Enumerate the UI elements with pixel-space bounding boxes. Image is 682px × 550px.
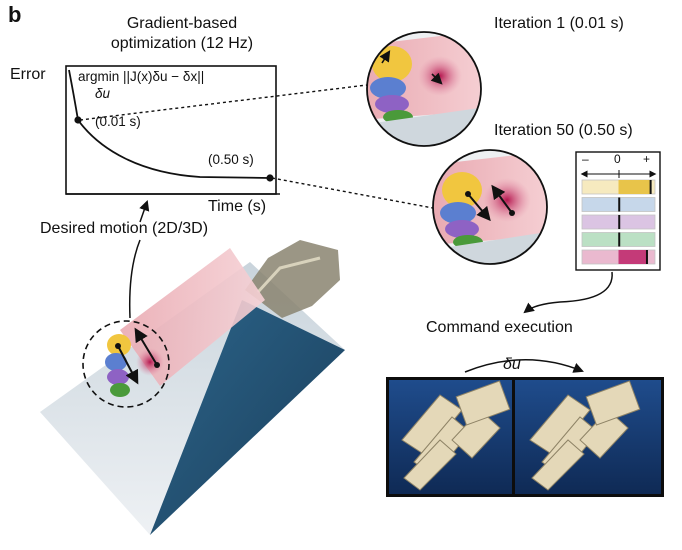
focus-circle	[82, 320, 170, 408]
error-curve	[68, 69, 271, 179]
blue-sheet	[150, 300, 345, 535]
actuator-scale	[575, 151, 661, 271]
scale-minus-label: –	[582, 152, 589, 166]
scale-bar-fill	[618, 250, 647, 264]
desired-motion-label: Desired motion (2D/3D)	[40, 220, 209, 237]
base-dye-strip	[105, 334, 164, 397]
marker-2-label: (0.50 s)	[208, 152, 254, 167]
desired-to-plot-arrow-2	[139, 200, 150, 223]
command-execution-label: Command execution	[426, 319, 573, 336]
error-plot	[65, 65, 280, 195]
marker-dot-1	[74, 116, 82, 124]
formula-line-2: δu	[95, 86, 111, 101]
scale-to-command-arrow	[523, 271, 613, 314]
scale-bar-fill	[618, 180, 651, 194]
command-photos	[386, 359, 664, 497]
iteration-50-zoom	[432, 149, 548, 265]
panel-label: b	[8, 2, 22, 27]
x-axis-label: Time (s)	[208, 198, 267, 215]
scale-bars	[581, 179, 656, 265]
leader-iteration-50	[271, 177, 434, 209]
scale-zero-label: 0	[614, 152, 621, 166]
leader-iteration-1	[79, 84, 368, 121]
tendon-scene	[40, 240, 345, 535]
iteration-1-zoom	[366, 31, 482, 147]
optimization-title: Gradient-based optimization (12 Hz)	[110, 15, 254, 52]
marker-dot-2	[266, 174, 274, 182]
iteration-50-label: Iteration 50 (0.50 s)	[494, 122, 633, 139]
delta-u-label: δu	[503, 356, 521, 373]
motion-arrow-left	[117, 345, 139, 385]
scale-plus-label: +	[643, 152, 651, 166]
iteration-1-label: Iteration 1 (0.01 s)	[494, 15, 624, 32]
y-axis-label: Error	[10, 66, 46, 83]
motion-arrow-right	[134, 327, 158, 366]
delta-u-arrow	[464, 359, 584, 373]
marker-1-label: (0.01 s)	[95, 114, 141, 129]
formula-line-1: argmin ||J(x)δu − δx||	[78, 69, 205, 84]
desired-to-plot-arrow	[128, 239, 141, 319]
